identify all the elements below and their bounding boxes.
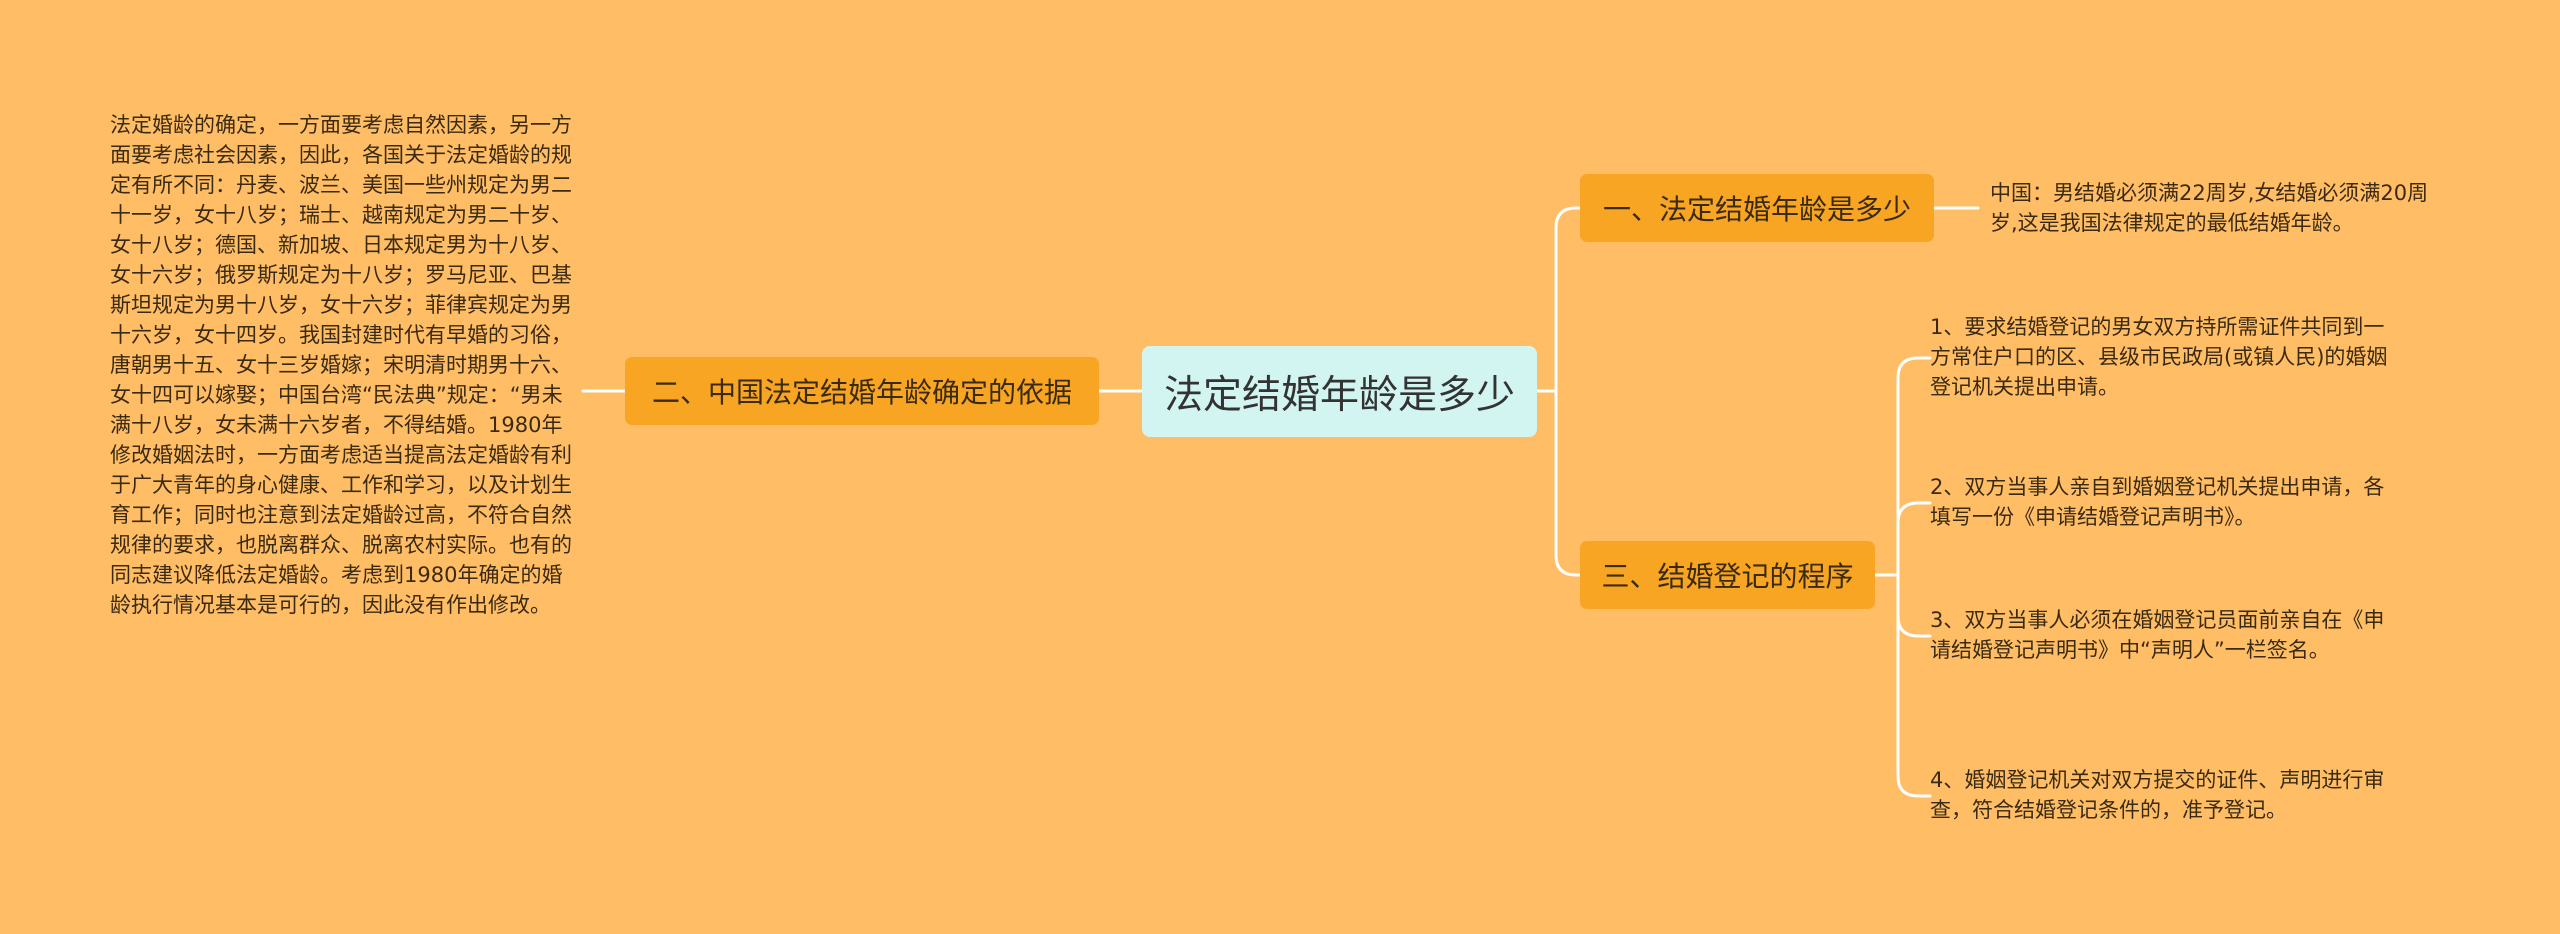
root-topic-label: 法定结婚年龄是多少 <box>1163 372 1515 418</box>
branch-topic-label: 三、结婚登记的程序 <box>1601 560 1854 593</box>
connector-b3-leaf-4 <box>1896 573 1932 798</box>
connector-b3-leaf-1 <box>1896 356 1932 577</box>
root-topic[interactable]: 法定结婚年龄是多少 <box>1142 346 1537 437</box>
leaf-text-registration-step-2: 2、双方当事人亲自到婚姻登记机关提出申请，各填写一份《申请结婚登记声明书》。 <box>1930 475 2385 529</box>
leaf-text-basis: 法定婚龄的确定，一方面要考虑自然因素，另一方面要考虑社会因素，因此，各国关于法定… <box>110 113 572 617</box>
leaf-text-registration-step-1: 1、要求结婚登记的男女双方持所需证件共同到一方常住户口的区、县级市民政局(或镇人… <box>1930 315 2388 399</box>
leaf-text-registration-step-4: 4、婚姻登记机关对双方提交的证件、声明进行审查，符合结婚登记条件的，准予登记。 <box>1930 768 2385 822</box>
connector-root-b1 <box>1535 206 1582 393</box>
connector-root-b3 <box>1554 389 1582 577</box>
branch-topic-registration[interactable]: 三、结婚登记的程序 <box>1580 541 1875 609</box>
connector-b3-leaf-3 <box>1896 573 1932 638</box>
branch-topic-basis[interactable]: 二、中国法定结婚年龄确定的依据 <box>625 357 1099 425</box>
branch-topic-legal-age[interactable]: 一、法定结婚年龄是多少 <box>1580 174 1934 242</box>
leaf-text-legal-age: 中国：男结婚必须满22周岁,女结婚必须满20周岁,这是我国法律规定的最低结婚年龄… <box>1990 181 2429 235</box>
connector-b3-leaf-2 <box>1896 501 1932 577</box>
leaf-text-registration-step-3: 3、双方当事人必须在婚姻登记员面前亲自在《申请结婚登记声明书》中“声明人”一栏签… <box>1930 608 2385 662</box>
branch-topic-label: 二、中国法定结婚年龄确定的依据 <box>651 376 1072 409</box>
branch-topic-label: 一、法定结婚年龄是多少 <box>1602 193 1911 226</box>
